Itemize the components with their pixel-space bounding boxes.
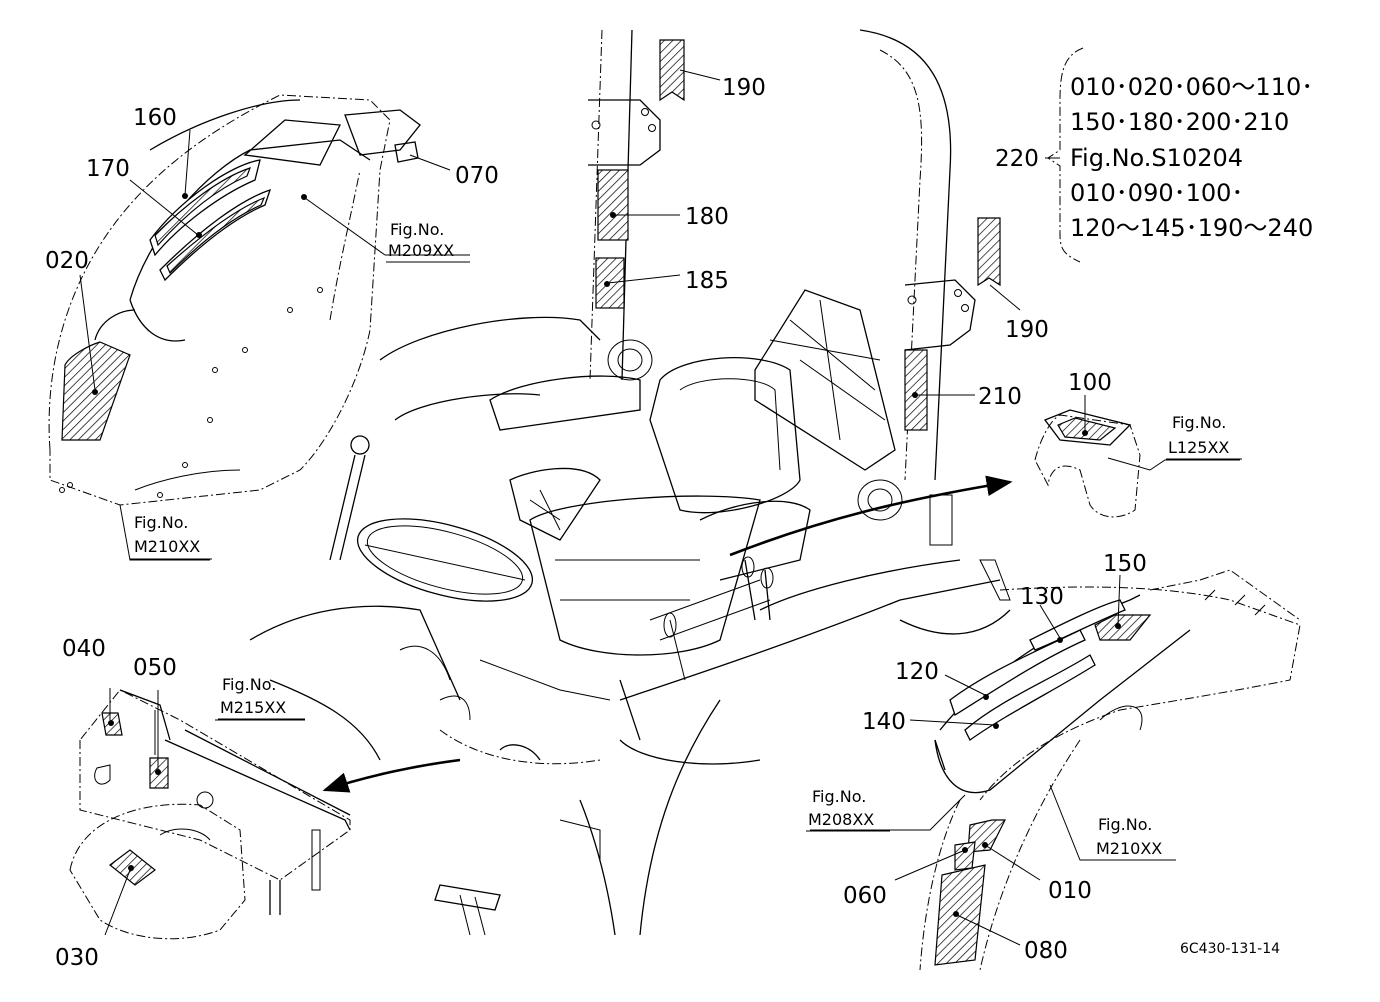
- drawing-number: 6C430-131-14: [1180, 941, 1280, 957]
- fig-ref-m210b-code: M210XX: [1096, 839, 1162, 858]
- label-030: 030: [55, 945, 99, 971]
- label-040: 040: [62, 636, 106, 662]
- fig-ref-m209-label: Fig.No.: [390, 220, 444, 239]
- fig-ref-m215-code: M215XX: [220, 698, 286, 717]
- ref-220-line5: 120～145･190～240: [1070, 214, 1313, 242]
- label-100: 100: [1068, 370, 1112, 396]
- fig-ref-underlines: [130, 261, 1242, 861]
- label-170: 170: [86, 156, 130, 182]
- label-190-top: 190: [722, 75, 766, 101]
- label-180: 180: [685, 204, 729, 230]
- label-150: 150: [1103, 551, 1147, 577]
- fig-ref-l125-code: L125XX: [1168, 438, 1229, 457]
- figure-references: Fig.No. M209XX Fig.No. M210XX Fig.No. L1…: [134, 220, 1229, 858]
- right-fender: [919, 569, 1301, 971]
- label-220: 220: [995, 146, 1039, 172]
- label-130: 130: [1020, 584, 1064, 610]
- label-160: 160: [133, 105, 177, 131]
- fig-ref-m209-code: M209XX: [388, 241, 454, 260]
- part-100: [1034, 409, 1141, 518]
- label-210: 210: [978, 384, 1022, 410]
- reference-220-block: 010･020･060～110･ 150･180･200･210 Fig.No.…: [1070, 73, 1313, 242]
- rops-frame: [588, 29, 1001, 481]
- fig-ref-m210a-label: Fig.No.: [134, 513, 188, 532]
- seat-assembly: [249, 289, 1011, 936]
- fig-ref-m208-label: Fig.No.: [812, 787, 866, 806]
- side-panel: [69, 689, 351, 940]
- ref-220-line2: 150･180･200･210: [1070, 108, 1289, 136]
- label-080: 080: [1024, 938, 1068, 964]
- fig-ref-m215-label: Fig.No.: [222, 675, 276, 694]
- fig-ref-m210b-label: Fig.No.: [1098, 815, 1152, 834]
- ref-220-line4: 010･090･100･: [1070, 179, 1243, 207]
- label-120: 120: [895, 659, 939, 685]
- label-185: 185: [685, 268, 729, 294]
- fig-ref-m210a-code: M210XX: [134, 537, 200, 556]
- label-070: 070: [455, 163, 499, 189]
- leader-lines: [79, 47, 1240, 946]
- fig-ref-m208-code: M208XX: [808, 810, 874, 829]
- ref-220-line1: 010･020･060～110･: [1070, 73, 1313, 101]
- label-190-right: 190: [1005, 317, 1049, 343]
- label-140: 140: [862, 709, 906, 735]
- ref-220-line3: Fig.No.S10204: [1070, 144, 1243, 172]
- fig-ref-l125-label: Fig.No.: [1172, 413, 1226, 432]
- label-060: 060: [843, 883, 887, 909]
- label-020: 020: [45, 248, 89, 274]
- part-labels: 190 160 170 070 020 180 185 220 190 210 …: [45, 75, 1147, 971]
- label-050: 050: [133, 655, 177, 681]
- label-010: 010: [1048, 878, 1092, 904]
